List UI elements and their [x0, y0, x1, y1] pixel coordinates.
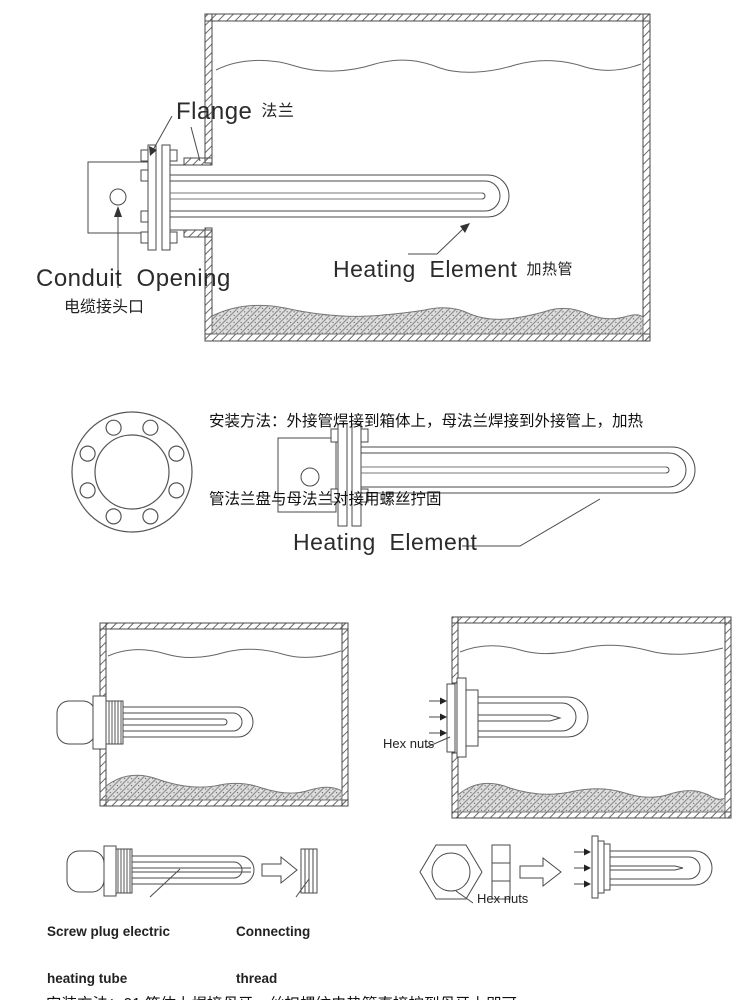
flange-label-cn: 法兰 — [261, 103, 295, 120]
heating-element-label-mid: Heating Element — [293, 529, 478, 555]
hex-nuts-tank-label: Hex nuts — [383, 736, 435, 751]
flange-front-view — [71, 411, 193, 533]
heating-element-label-top-cn: 加热管 — [526, 261, 573, 278]
water-line — [215, 59, 642, 73]
connecting-thread-leader-line — [295, 878, 310, 898]
flange-install-note: 安装方法：外接管焊接到箱体上，母法兰焊接到外接管上，加热 管法兰盘与母法兰对接用… — [209, 357, 643, 539]
sediment — [457, 782, 726, 813]
screw-install-note-line1: 安装方法：01.箱体上焊接母牙，丝扣螺纹电热管直接拧到母牙上即可 — [46, 991, 699, 1000]
hex-nut-front — [419, 844, 483, 900]
assembled-element — [574, 835, 713, 899]
heating-element-side-view — [277, 423, 696, 547]
screw-plug-part-group — [66, 845, 318, 898]
sediment — [211, 304, 644, 335]
water-line — [459, 644, 724, 655]
plug-cap — [56, 700, 96, 745]
screw-install-note: 安装方法：01.箱体上焊接母牙，丝扣螺纹电热管直接拧到母牙上即可 02.箱体打孔… — [46, 937, 699, 1000]
transform-arrow-icon — [519, 856, 562, 888]
conduit-opening-label: Conduit Opening — [36, 265, 231, 292]
sediment — [105, 774, 343, 801]
heating-leader-arrowhead — [460, 223, 470, 233]
plug-cap — [66, 850, 105, 893]
flange-leader-arrowhead — [149, 146, 157, 156]
flange-label-en: Flange — [176, 98, 253, 125]
hex-nuts-leader-line — [426, 736, 451, 748]
water-line — [107, 648, 342, 659]
weld-tank-diagram — [56, 622, 349, 807]
hex-collar — [92, 695, 107, 750]
top-tank-diagram — [87, 13, 651, 342]
hex-nut-tank-diagram — [426, 616, 732, 819]
transform-arrow-icon — [261, 855, 298, 885]
heating-leader-line — [408, 227, 465, 255]
flange-install-note-line2: 管法兰盘与母法兰对接用螺丝拧固 — [209, 491, 442, 508]
conduit-opening-hole — [109, 188, 127, 206]
screw-plug-leader-line — [149, 868, 181, 898]
stud-pins — [429, 697, 447, 737]
hex-nut-side — [491, 844, 511, 900]
heating-leader-line — [462, 498, 601, 547]
hex-collar — [103, 845, 117, 897]
hex-nuts-leader-line — [455, 890, 474, 904]
thread-section — [105, 700, 124, 745]
flange-label: Flange 法兰 — [176, 99, 294, 124]
hex-nut-part-group — [419, 835, 713, 904]
conduit-leader-arrowhead — [114, 206, 122, 217]
thread-section — [115, 848, 133, 894]
conduit-opening-label-cn: 电缆接头口 — [64, 299, 145, 316]
flange-leader-line — [152, 115, 173, 151]
hex-nuts-parts-label: Hex nuts — [477, 891, 529, 906]
connecting-thread-label: Connecting thread — [236, 924, 311, 986]
screw-plug-label: Screw plug electric heating tube — [47, 924, 171, 986]
flange-install-note-line1: 安装方法：外接管焊接到箱体上，母法兰焊接到外接管上，加热 — [209, 413, 644, 430]
